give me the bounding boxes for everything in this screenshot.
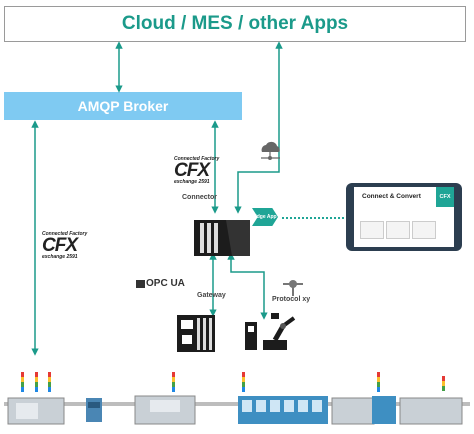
tablet-card	[360, 221, 384, 239]
cfx-top-line1: Connected Factory	[174, 156, 220, 162]
opc-ua-icon	[136, 280, 145, 288]
amqp-broker-bar: AMQP Broker	[4, 92, 242, 120]
tablet-cfx-badge: CFX	[436, 187, 454, 207]
edge-app-badge: Edge App	[252, 208, 278, 226]
edge-robot-link	[227, 252, 268, 320]
cloud-edge-link	[234, 41, 283, 214]
connector-label: Connector	[182, 194, 217, 201]
protocol-node-icon	[283, 280, 303, 296]
robot-arm-icon	[245, 313, 296, 350]
cloud-network-icon	[261, 141, 280, 160]
cfx-logo-top: Connected Factory CFX exchange 2591	[174, 156, 219, 185]
gateway-device-icon	[177, 315, 215, 352]
smt-line-icon	[4, 372, 470, 425]
cfx-top-mark: CFX	[174, 160, 210, 181]
gateway-label: Gateway	[197, 292, 226, 299]
tablet-screen: Connect & Convert CFX	[354, 187, 454, 247]
cfx-left-line2: exchange 2591	[42, 254, 78, 260]
cfx-top-line2: exchange 2591	[174, 179, 210, 185]
tablet-title: Connect & Convert	[362, 193, 421, 200]
cloud-mes-title: Cloud / MES / other Apps	[121, 13, 349, 34]
cfx-left-line1: Connected Factory	[42, 231, 88, 237]
cfx-left-mark: CFX	[42, 235, 78, 256]
amqp-broker-label: AMQP Broker	[77, 98, 169, 114]
edge-device-icon	[194, 220, 250, 256]
protocol-label: Protocol xy	[272, 296, 311, 303]
cloud-mes-box: Cloud / MES / other Apps	[4, 6, 466, 42]
edge-app-label: Edge App	[253, 213, 277, 220]
opc-ua-label: OPC UA	[146, 278, 185, 289]
tablet-card	[412, 221, 436, 239]
tablet-card	[386, 221, 410, 239]
tablet-device: Connect & Convert CFX	[346, 183, 462, 251]
cfx-logo-left: Connected Factory CFX exchange 2591	[42, 231, 87, 260]
